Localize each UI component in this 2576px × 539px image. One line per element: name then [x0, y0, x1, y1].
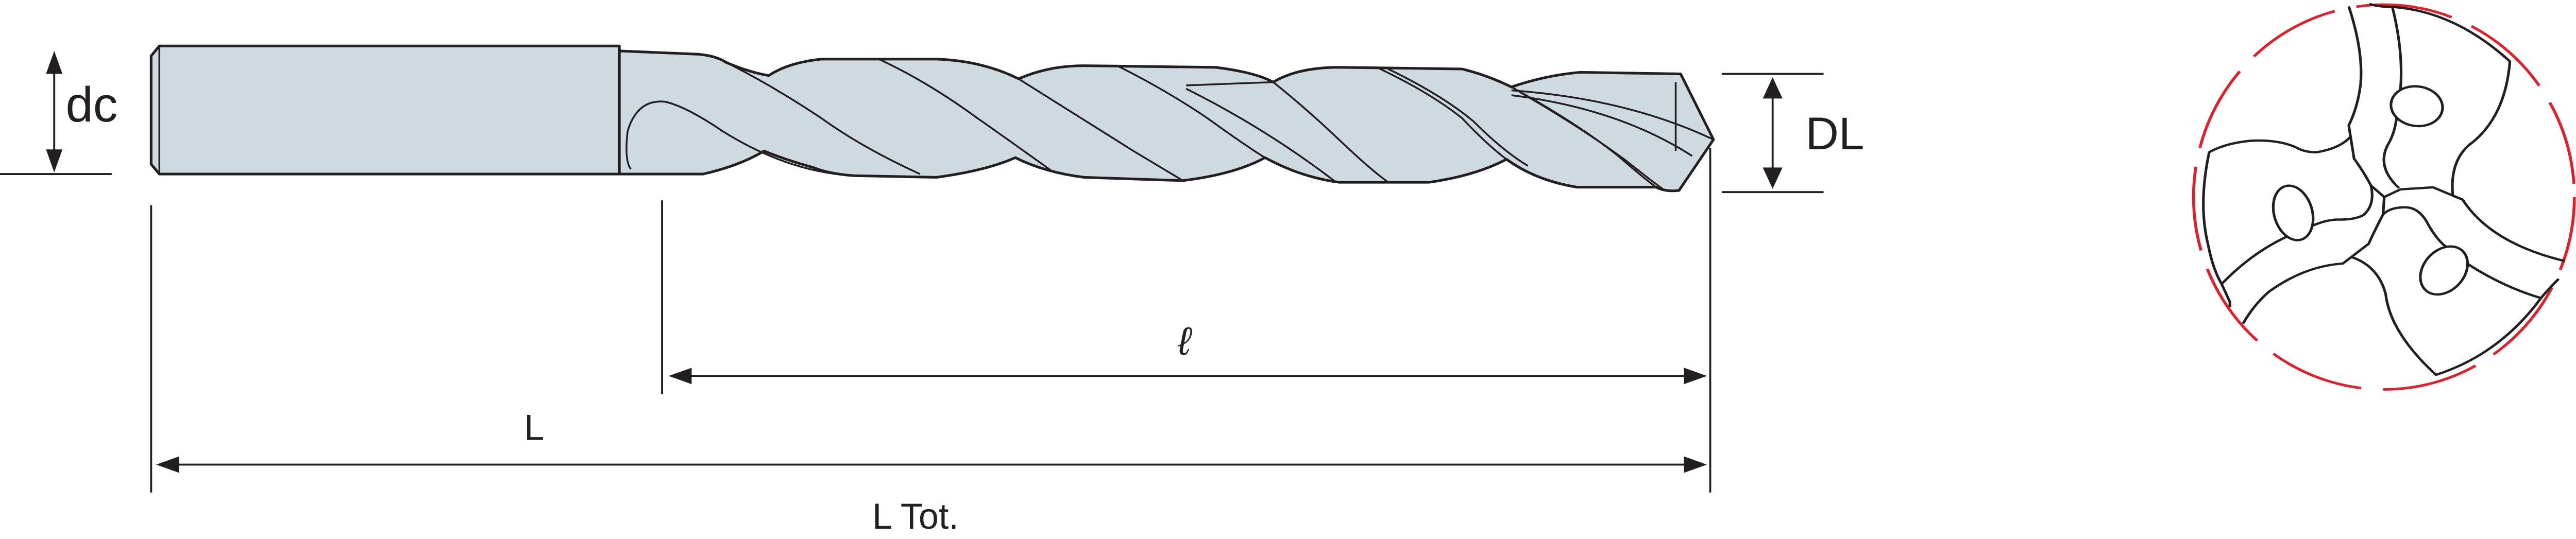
coolant-hole-icon — [2389, 85, 2444, 128]
end-view-margin-line — [2391, 7, 2403, 90]
drill-shank — [149, 44, 621, 176]
arrow-left-icon — [156, 456, 179, 473]
flute-edge-line — [725, 61, 921, 175]
flute-edge-line — [1387, 68, 1529, 167]
cutting-lip-curve — [1511, 94, 1693, 157]
diameter-circle-dashed — [2192, 3, 2576, 391]
flute-edge-line — [1018, 78, 1183, 182]
arrow-left-icon — [668, 368, 692, 385]
end-view-land-outline — [2369, 3, 2512, 201]
end-view-flute-curve — [2312, 185, 2374, 227]
arrow-up-icon — [1762, 77, 1783, 99]
arrow-down-icon — [1762, 167, 1783, 189]
flute-edge-line — [1519, 91, 1664, 190]
arrow-down-icon — [46, 149, 63, 172]
coolant-hole-icon — [2272, 184, 2315, 241]
drill-end-view — [2192, 3, 2576, 391]
flute-edge-line — [1376, 66, 1507, 160]
total-length-dimension: L L Tot. — [150, 148, 1711, 536]
flute-edge-line — [1185, 88, 1335, 182]
flute-edge-line — [878, 58, 1052, 172]
end-view-land-outline — [2351, 256, 2543, 376]
dc-label: dc — [66, 77, 118, 132]
flute-edge-line — [1116, 65, 1266, 159]
coolant-hole-icon — [2419, 245, 2469, 296]
end-view-margin-line — [2466, 263, 2560, 300]
end-view-margin-line — [2221, 235, 2287, 285]
arrow-right-icon — [1684, 368, 1707, 385]
dc-dimension: dc — [0, 50, 118, 175]
cutting-lip-curve — [1511, 89, 1714, 141]
arrow-up-icon — [46, 50, 63, 74]
end-view-cutting-edge — [2242, 197, 2386, 324]
end-view-cutting-edge — [2347, 6, 2565, 263]
arrow-right-icon — [1684, 456, 1707, 473]
end-view-flute-curve — [2382, 206, 2448, 248]
drill-side-view — [149, 44, 1715, 193]
flute-edge-line — [1186, 81, 1389, 183]
flute-length-label: ℓ — [1177, 320, 1192, 363]
total-length-label: L Tot. — [872, 496, 959, 536]
length-label: L — [524, 407, 544, 448]
dl-label: DL — [1805, 108, 1864, 159]
dl-dimension: DL — [1721, 73, 1865, 194]
drill-fluted-body — [618, 49, 1715, 193]
flute-heel-curve — [625, 100, 855, 177]
end-view-land-outline — [2202, 136, 2351, 307]
end-view-flute-curve — [2382, 117, 2400, 189]
flute-length-dimension: ℓ — [661, 200, 1707, 394]
